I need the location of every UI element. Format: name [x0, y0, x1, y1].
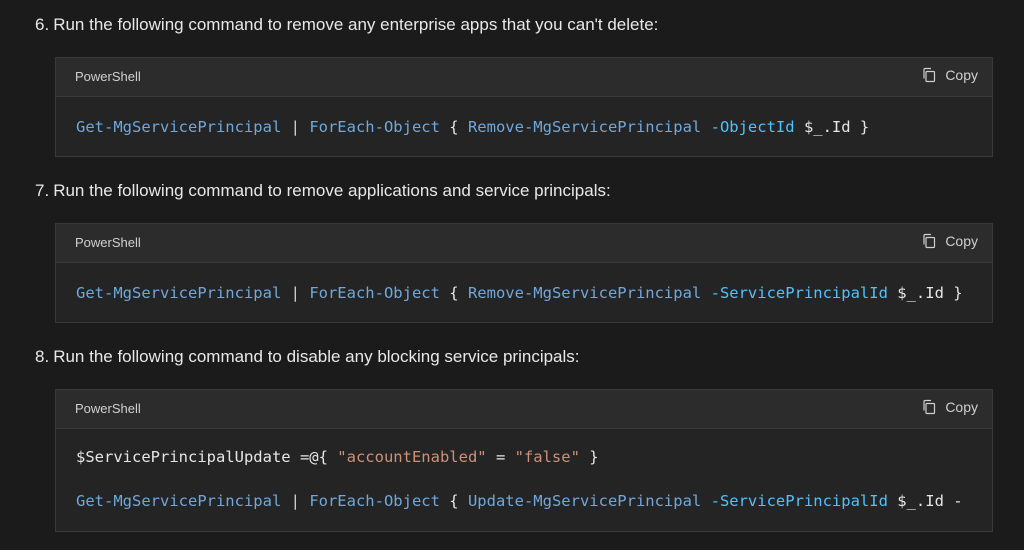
code-token: Remove-MgServicePrincipal	[467, 118, 702, 136]
code-token: $ServicePrincipalUpdate =@{	[76, 448, 338, 466]
code-token: Get-MgServicePrincipal	[76, 118, 282, 136]
code-token: ForEach-Object	[309, 118, 440, 136]
copy-icon	[921, 399, 937, 415]
step-number: 8.	[35, 347, 50, 366]
code-language-label: PowerShell	[75, 235, 141, 250]
code-token: "false"	[514, 448, 580, 466]
copy-label: Copy	[945, 399, 978, 415]
step-6-text: 6.Run the following command to remove an…	[35, 15, 658, 35]
code-token: =	[486, 448, 515, 466]
code-block-header: PowerShell Copy	[56, 58, 992, 97]
code-token: Get-MgServicePrincipal	[76, 492, 282, 510]
step-number: 6.	[35, 15, 50, 34]
code-token: ForEach-Object	[309, 284, 440, 302]
step-7-text: 7.Run the following command to remove ap…	[35, 181, 611, 201]
code-token: -ServicePrincipalId	[710, 284, 888, 302]
copy-label: Copy	[945, 67, 978, 83]
code-line: Get-MgServicePrincipal | ForEach-Object …	[76, 115, 992, 139]
code-content[interactable]: Get-MgServicePrincipal | ForEach-Object …	[56, 263, 992, 305]
code-block-header: PowerShell Copy	[56, 224, 992, 263]
code-token: {	[439, 492, 468, 510]
code-content[interactable]: $ServicePrincipalUpdate =@{ "accountEnab…	[56, 429, 992, 513]
code-language-label: PowerShell	[75, 69, 141, 84]
code-language-label: PowerShell	[75, 401, 141, 416]
code-token: }	[579, 448, 599, 466]
code-block-step-8: PowerShell Copy $ServicePrincipalUpdate …	[55, 389, 993, 532]
code-token: ForEach-Object	[309, 492, 440, 510]
code-token: $_.Id }	[887, 284, 963, 302]
code-token	[701, 118, 710, 136]
copy-button[interactable]: Copy	[921, 67, 978, 83]
code-block-step-6: PowerShell Copy Get-MgServicePrincipal |…	[55, 57, 993, 157]
code-content[interactable]: Get-MgServicePrincipal | ForEach-Object …	[56, 97, 992, 139]
code-line: Get-MgServicePrincipal | ForEach-Object …	[76, 489, 992, 513]
step-description: Run the following command to remove appl…	[53, 181, 611, 200]
code-token: $_.Id }	[794, 118, 870, 136]
copy-icon	[921, 67, 937, 83]
code-token: Update-MgServicePrincipal	[467, 492, 702, 510]
code-token: "accountEnabled"	[337, 448, 487, 466]
code-token: |	[281, 492, 310, 510]
code-token: $_.Id -	[887, 492, 963, 510]
code-token: Get-MgServicePrincipal	[76, 284, 282, 302]
code-line: $ServicePrincipalUpdate =@{ "accountEnab…	[76, 445, 992, 469]
step-description: Run the following command to disable any…	[53, 347, 580, 366]
copy-button[interactable]: Copy	[921, 233, 978, 249]
copy-button[interactable]: Copy	[921, 399, 978, 415]
code-token: |	[281, 284, 310, 302]
step-description: Run the following command to remove any …	[53, 15, 659, 34]
code-block-header: PowerShell Copy	[56, 390, 992, 429]
step-number: 7.	[35, 181, 50, 200]
code-token: {	[439, 118, 468, 136]
code-token	[701, 284, 710, 302]
code-line: Get-MgServicePrincipal | ForEach-Object …	[76, 281, 992, 305]
copy-icon	[921, 233, 937, 249]
code-token: Remove-MgServicePrincipal	[467, 284, 702, 302]
step-8-text: 8.Run the following command to disable a…	[35, 347, 580, 367]
code-token: |	[281, 118, 310, 136]
code-token	[701, 492, 710, 510]
code-token: -ServicePrincipalId	[710, 492, 888, 510]
code-token: -ObjectId	[710, 118, 795, 136]
copy-label: Copy	[945, 233, 978, 249]
code-block-step-7: PowerShell Copy Get-MgServicePrincipal |…	[55, 223, 993, 323]
code-token: {	[439, 284, 468, 302]
